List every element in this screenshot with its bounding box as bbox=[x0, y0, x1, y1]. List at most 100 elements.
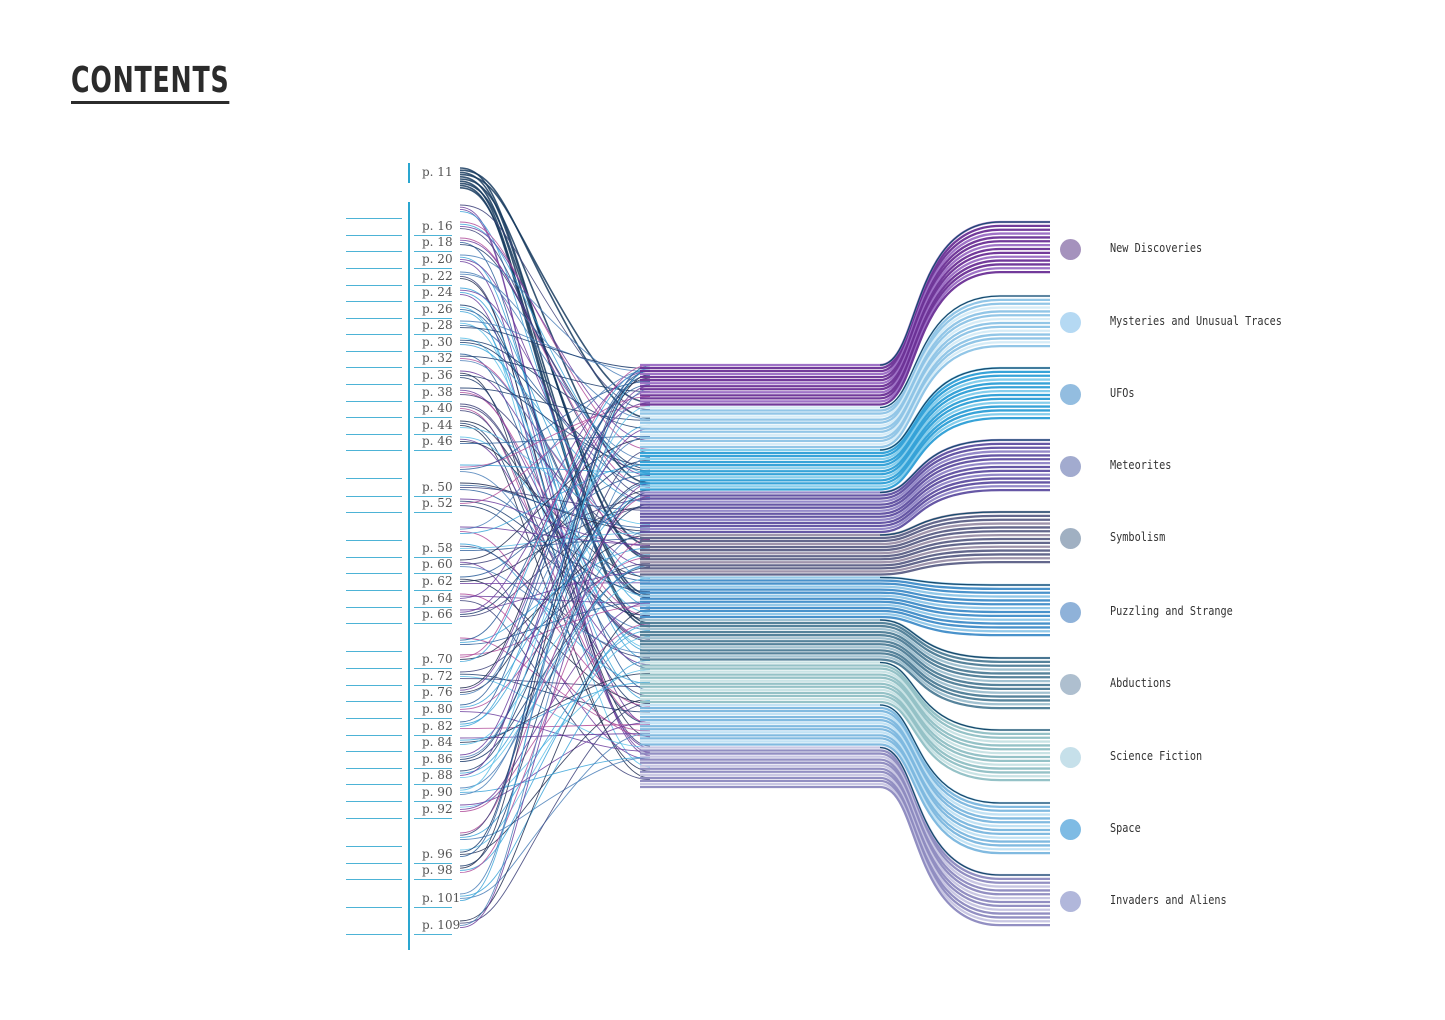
legend-label: New Discoveries bbox=[1110, 241, 1203, 255]
legend-color-dot-icon bbox=[1060, 239, 1081, 260]
toc-page-number[interactable]: p. 36 bbox=[422, 368, 453, 382]
page-underline bbox=[414, 863, 452, 864]
toc-page-number[interactable]: p. 52 bbox=[422, 496, 453, 510]
entry-underline bbox=[346, 557, 402, 558]
entry-underline bbox=[346, 590, 402, 591]
legend-label: Space bbox=[1110, 821, 1141, 835]
entry-underline bbox=[346, 607, 402, 608]
toc-page-number[interactable]: p. 40 bbox=[422, 401, 453, 415]
entry-underline bbox=[346, 751, 402, 752]
section-underline bbox=[346, 907, 402, 908]
toc-page-number[interactable]: p. 90 bbox=[422, 785, 453, 799]
entry-underline bbox=[346, 450, 402, 451]
toc-page-number[interactable]: p. 32 bbox=[422, 351, 453, 365]
toc-page-number[interactable]: p. 76 bbox=[422, 685, 453, 699]
legend-label: UFOs bbox=[1110, 386, 1135, 400]
page-underline bbox=[414, 879, 452, 880]
legend-color-dot-icon bbox=[1060, 528, 1081, 549]
toc-page-number[interactable]: p. 62 bbox=[422, 574, 453, 588]
page-underline bbox=[414, 718, 452, 719]
toc-page-number[interactable]: p. 22 bbox=[422, 269, 453, 283]
toc-page-number[interactable]: p. 109 bbox=[422, 918, 461, 932]
toc-page-number[interactable]: p. 86 bbox=[422, 752, 453, 766]
toc-page-number[interactable]: p. 64 bbox=[422, 591, 453, 605]
entry-underline bbox=[346, 384, 402, 385]
entry-underline bbox=[346, 417, 402, 418]
entry-underline bbox=[346, 818, 402, 819]
entry-underline bbox=[346, 701, 402, 702]
toc-page-number[interactable]: p. 72 bbox=[422, 669, 453, 683]
toc-page-number[interactable]: p. 66 bbox=[422, 607, 453, 621]
section-underline bbox=[346, 846, 402, 847]
page-underline bbox=[414, 512, 452, 513]
toc-page-number[interactable]: p. 16 bbox=[422, 219, 453, 233]
page-underline bbox=[414, 367, 452, 368]
page-underline bbox=[414, 668, 452, 669]
toc-page-number[interactable]: p. 30 bbox=[422, 335, 453, 349]
entry-underline bbox=[346, 251, 402, 252]
toc-page-number[interactable]: p. 96 bbox=[422, 847, 453, 861]
page-underline bbox=[414, 573, 452, 574]
page-underline bbox=[414, 235, 452, 236]
page-underline bbox=[414, 417, 452, 418]
toc-page-number[interactable]: p. 46 bbox=[422, 434, 453, 448]
toc-page-number[interactable]: p. 70 bbox=[422, 652, 453, 666]
legend-color-dot-icon bbox=[1060, 891, 1081, 912]
legend-label: Meteorites bbox=[1110, 458, 1172, 472]
legend-label: Symbolism bbox=[1110, 530, 1166, 544]
section-underline bbox=[346, 540, 402, 541]
toc-page-number[interactable]: p. 80 bbox=[422, 702, 453, 716]
toc-page-number[interactable]: p. 44 bbox=[422, 418, 453, 432]
section-underline bbox=[346, 651, 402, 652]
entry-underline bbox=[346, 768, 402, 769]
entry-underline bbox=[346, 434, 402, 435]
legend-label: Invaders and Aliens bbox=[1110, 893, 1227, 907]
page-title: CONTENTS bbox=[71, 62, 230, 104]
entry-underline bbox=[346, 301, 402, 302]
page-underline bbox=[414, 285, 452, 286]
toc-page-number[interactable]: p. 84 bbox=[422, 735, 453, 749]
toc-page-number[interactable]: p. 20 bbox=[422, 252, 453, 266]
toc-page-number[interactable]: p. 28 bbox=[422, 318, 453, 332]
toc-page-number[interactable]: p. 24 bbox=[422, 285, 453, 299]
toc-page-number[interactable]: p. 58 bbox=[422, 541, 453, 555]
entry-underline bbox=[346, 623, 402, 624]
page-underline bbox=[414, 268, 452, 269]
section-underline bbox=[346, 218, 402, 219]
page-underline bbox=[414, 907, 452, 908]
page-underline bbox=[414, 334, 452, 335]
entry-underline bbox=[346, 235, 402, 236]
table-of-contents: INTRODUCTIONp. 11EUROPEPrehistoric Cosmo… bbox=[0, 0, 470, 1020]
toc-page-number[interactable]: p. 92 bbox=[422, 802, 453, 816]
page-underline bbox=[414, 934, 452, 935]
target-fan-bands bbox=[640, 220, 1050, 877]
page-underline bbox=[414, 318, 452, 319]
toc-divider-line bbox=[408, 202, 410, 950]
page-underline bbox=[414, 701, 452, 702]
entry-underline bbox=[346, 367, 402, 368]
entry-underline bbox=[346, 879, 402, 880]
toc-page-number[interactable]: p. 18 bbox=[422, 235, 453, 249]
legend-color-dot-icon bbox=[1060, 819, 1081, 840]
toc-page-number[interactable]: p. 11 bbox=[422, 165, 453, 179]
toc-page-number[interactable]: p. 101 bbox=[422, 891, 461, 905]
toc-page-number[interactable]: p. 98 bbox=[422, 863, 453, 877]
toc-page-number[interactable]: p. 88 bbox=[422, 768, 453, 782]
entry-underline bbox=[346, 496, 402, 497]
page-underline bbox=[414, 818, 452, 819]
section-underline bbox=[346, 934, 402, 935]
legend-label: Science Fiction bbox=[1110, 749, 1203, 763]
entry-underline bbox=[346, 573, 402, 574]
legend-color-dot-icon bbox=[1060, 602, 1081, 623]
entry-underline bbox=[346, 668, 402, 669]
toc-page-number[interactable]: p. 60 bbox=[422, 557, 453, 571]
toc-page-number[interactable]: p. 50 bbox=[422, 480, 453, 494]
legend-color-dot-icon bbox=[1060, 456, 1081, 477]
entry-underline bbox=[346, 334, 402, 335]
toc-page-number[interactable]: p. 26 bbox=[422, 302, 453, 316]
page-underline bbox=[414, 751, 452, 752]
page-underline bbox=[414, 351, 452, 352]
page-underline bbox=[414, 784, 452, 785]
toc-page-number[interactable]: p. 82 bbox=[422, 719, 453, 733]
toc-page-number[interactable]: p. 38 bbox=[422, 385, 453, 399]
